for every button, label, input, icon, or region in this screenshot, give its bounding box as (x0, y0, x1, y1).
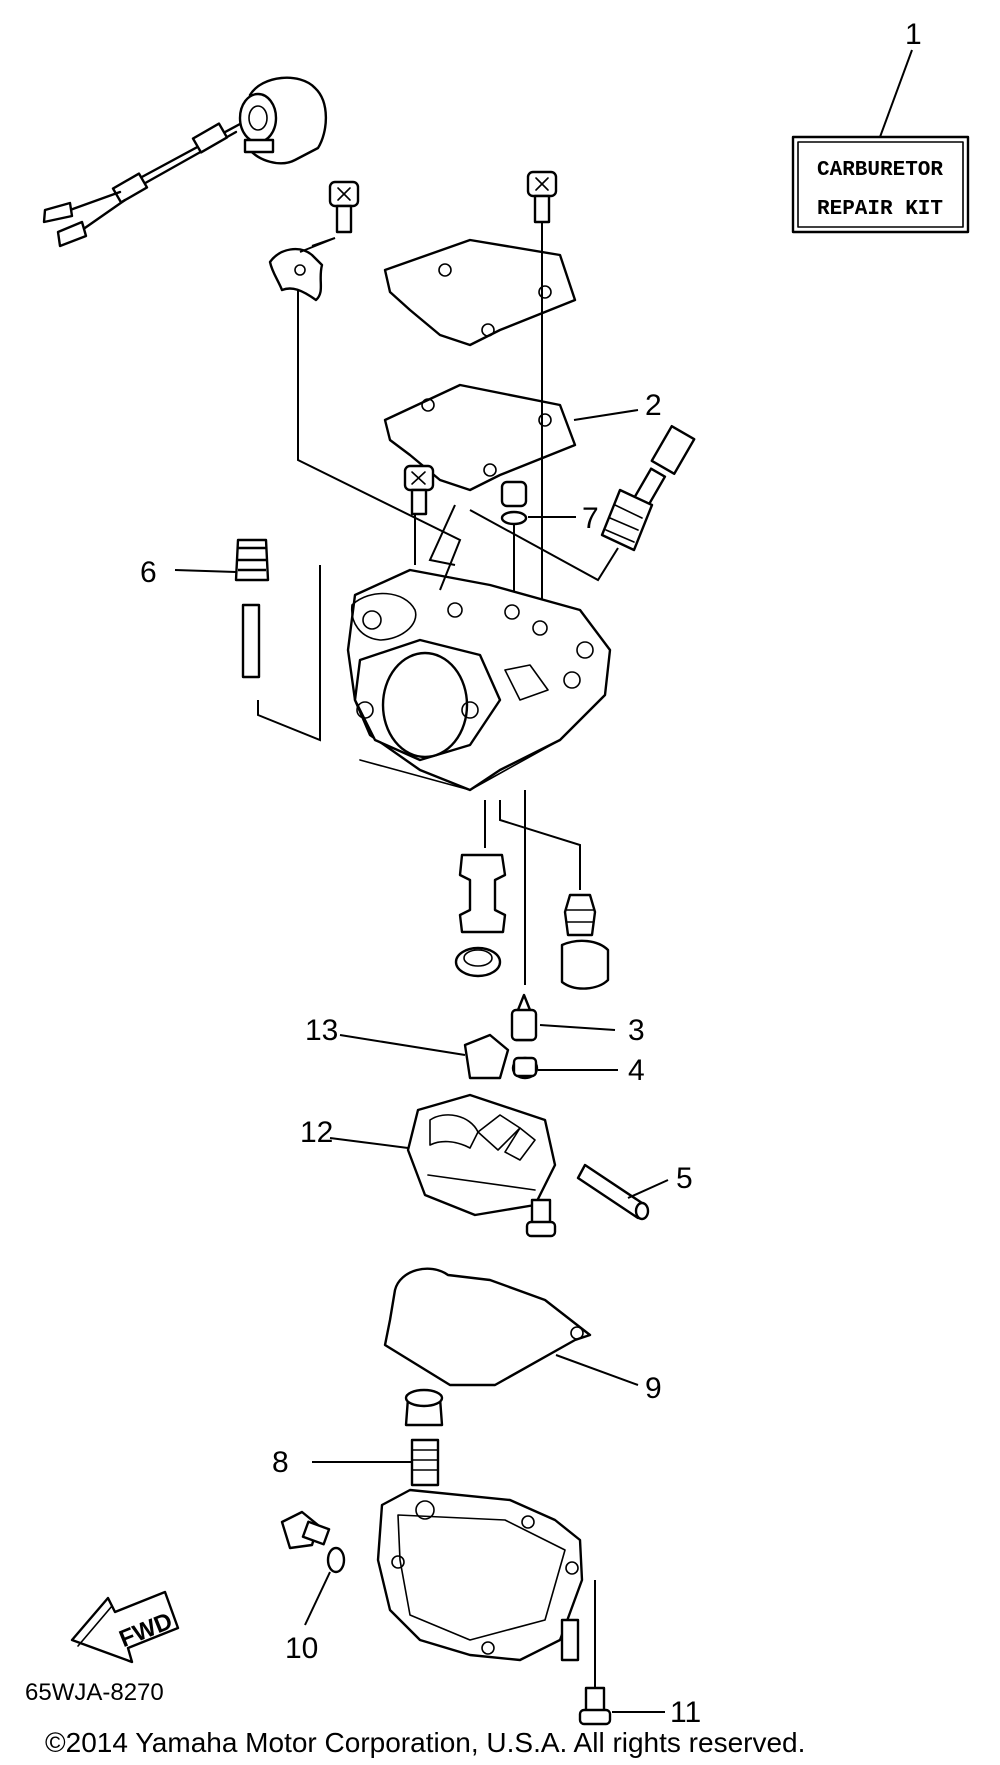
callout-7: 7 (582, 502, 599, 535)
callout-12: 12 (300, 1116, 333, 1149)
idle-screw-part (600, 424, 696, 552)
choke-link-line-2 (428, 504, 456, 566)
carburetor-body-part (346, 568, 612, 792)
callout-3: 3 (628, 1014, 645, 1047)
clip-part-13 (463, 1033, 510, 1080)
callout-13: 13 (305, 1014, 338, 1047)
spring-part-8 (410, 1438, 440, 1487)
idle-screw-guide-line (469, 509, 619, 582)
screw-center (403, 464, 435, 516)
float-bowl-part (376, 1488, 584, 1662)
drain-screw-part (280, 1510, 331, 1550)
leader-5 (627, 1179, 669, 1199)
plug-part (500, 480, 528, 508)
needle-valve-part-3 (510, 993, 538, 1042)
callout-1: 1 (905, 18, 922, 51)
repair-kit-line2: REPAIR KIT (817, 198, 943, 221)
gasket-part-2 (383, 383, 577, 492)
leader-13 (339, 1034, 466, 1056)
leader-1 (879, 49, 913, 138)
choke-cable-part (42, 76, 328, 248)
callout-4: 4 (628, 1054, 645, 1087)
leader-6 (174, 569, 237, 573)
main-jet-part (563, 893, 597, 937)
needle-seat-part-4 (511, 1056, 539, 1080)
leader-3 (539, 1024, 616, 1031)
callout-8: 8 (272, 1446, 289, 1479)
callout-2: 2 (645, 389, 662, 422)
jet-washer-right-part (560, 939, 610, 990)
screw-top-left (328, 180, 360, 234)
fwd-arrow-icon: FWD (70, 1590, 180, 1664)
leader-10 (304, 1571, 331, 1626)
diagram-code: 65WJA-8270 (25, 1679, 164, 1706)
o-ring-part-7 (500, 510, 528, 526)
jet-washer-left-part (454, 946, 502, 978)
choke-lever-part (268, 237, 336, 302)
callout-5: 5 (676, 1162, 693, 1195)
leader-2 (573, 409, 639, 421)
main-nozzle-part (458, 853, 507, 934)
callout-11: 11 (670, 1696, 701, 1729)
callout-6: 6 (140, 556, 157, 589)
leader-12 (329, 1137, 409, 1149)
pilot-jet-link-line (257, 565, 321, 742)
float-pin-part-5 (576, 1163, 650, 1221)
repair-kit-line1: CARBURETOR (817, 159, 943, 182)
washer-part-10 (326, 1546, 346, 1574)
pilot-jet-part-6 (234, 538, 270, 679)
repair-kit-box: CARBURETOR REPAIR KIT (791, 135, 970, 234)
copyright-text: ©2014 Yamaha Motor Corporation, U.S.A. A… (45, 1727, 805, 1758)
callout-10: 10 (285, 1632, 318, 1665)
leader-9 (555, 1354, 639, 1386)
float-screw-part (525, 1198, 557, 1238)
float-part-12 (406, 1093, 557, 1217)
retainer-part (404, 1388, 444, 1427)
callout-9: 9 (645, 1372, 662, 1405)
screw-top-right (526, 170, 558, 224)
main-nozzle-line (499, 800, 581, 890)
top-cover-part (383, 238, 577, 347)
bowl-screw-part-11 (578, 1686, 612, 1726)
gasket-part-9 (383, 1267, 592, 1387)
